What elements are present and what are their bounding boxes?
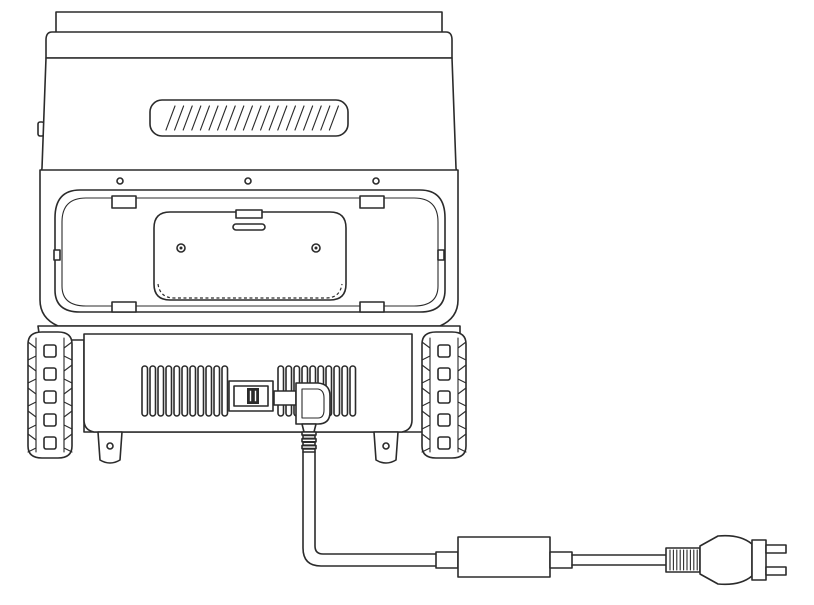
cavity-clip-tr [359,195,385,209]
input-cable-inner [314,451,459,555]
vent-slot [165,365,173,417]
ac-adapter [435,536,573,578]
cavity-notch-right [437,249,445,261]
plug-head-face [751,539,767,581]
cover-latch [235,209,263,219]
wheel-left [27,331,73,459]
vent-slot [197,365,205,417]
vent-slot [221,365,229,417]
plug-head [699,534,753,586]
strain-ring [302,441,316,447]
vent-slot [181,365,189,417]
ac-plug [665,534,787,586]
vent-slot [173,365,181,417]
adapter-brick [457,536,551,578]
top-lid [45,31,453,59]
prong-bottom [765,566,787,576]
strain-ring [301,437,317,443]
cover-slot [232,223,266,231]
battery-cover [153,209,347,301]
wheel-right [421,331,467,459]
cavity-notch-left [53,249,61,261]
vent-slot [205,365,213,417]
vent-slot [149,365,157,417]
top-handle [55,11,443,35]
connector-neck [273,390,297,406]
cavity-clip-tl [111,195,137,209]
cavity-clip-bl [111,301,137,313]
cavity-clip-br [359,301,385,313]
vent-slot [213,365,221,417]
dc-connector [273,382,331,453]
connector-strain-relief [301,423,317,433]
vent-slot [141,365,149,417]
frame-screw-center [244,177,252,185]
vent-slot [157,365,165,417]
vent-slot [341,365,349,417]
top-vent-grille [149,99,349,137]
vent-slot [349,365,357,417]
connector-body [295,382,331,425]
plug-grip [665,547,701,573]
vent-slot [333,365,341,417]
strain-ring [302,434,316,440]
frame-screw-right [372,177,380,185]
frame-screw-left [116,177,124,185]
strain-ring [301,444,317,450]
strain-ring [301,431,317,436]
ac-input-port [228,380,274,412]
prong-top [765,544,787,554]
input-cable-outer [302,451,459,567]
strain-ring [302,448,316,453]
power-station [37,11,461,464]
vent-slot [189,365,197,417]
